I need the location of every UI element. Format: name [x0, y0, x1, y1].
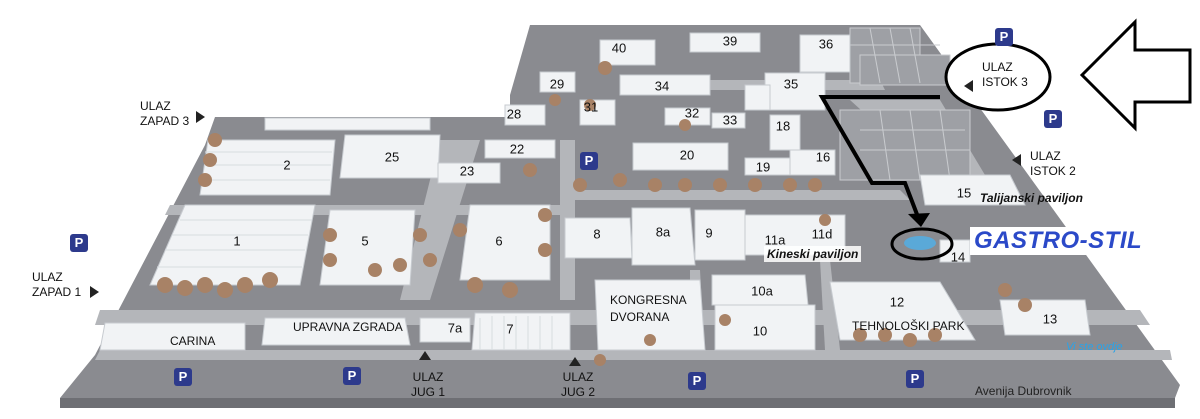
parking-grid — [839, 27, 971, 181]
gate-zapad-3-arrow — [196, 111, 205, 123]
building-11a[interactable]: 11a — [764, 232, 786, 248]
talijanski-paviljon-label[interactable]: Talijanski paviljon — [980, 191, 1083, 205]
building-9[interactable]: 9 — [705, 225, 713, 241]
building-19[interactable]: 19 — [755, 159, 771, 175]
building-20[interactable]: 20 — [679, 147, 695, 163]
building-8a[interactable]: 8a — [655, 224, 671, 240]
gate-zapad-1-line-1: ULAZ — [32, 270, 63, 284]
building-5[interactable]: 5 — [361, 233, 369, 249]
parking-center[interactable]: P — [580, 152, 598, 170]
gate-zapad-1-line-2: ZAPAD 1 — [32, 285, 82, 299]
buildings — [99, 32, 1091, 351]
building-6[interactable]: 6 — [495, 233, 503, 249]
building-35[interactable]: 35 — [783, 76, 799, 92]
building-7a[interactable]: 7a — [447, 320, 463, 336]
kongresna-dvorana-label[interactable]: KONGRESNA DVORANA — [610, 293, 687, 324]
kineski-paviljon-label[interactable]: Kineski paviljon — [764, 246, 862, 262]
building-15[interactable]: 15 — [956, 185, 972, 201]
gate-istok-2-line-1: ULAZ — [1030, 149, 1061, 163]
building-31[interactable]: 31 — [583, 99, 599, 115]
gate-jug-1-line-1: ULAZ — [412, 370, 444, 384]
building-22[interactable]: 22 — [509, 141, 525, 157]
route-line — [818, 95, 940, 218]
hall-roof-stripes — [157, 151, 553, 350]
building-11d[interactable]: 11d — [811, 226, 833, 242]
building-2[interactable]: 2 — [283, 157, 291, 173]
gate-istok-2-arrow — [1012, 154, 1021, 166]
parking-carina[interactable]: P — [174, 368, 192, 386]
route-arrowhead — [908, 213, 930, 227]
building-16[interactable]: 16 — [815, 149, 831, 165]
building-33[interactable]: 33 — [722, 112, 738, 128]
trees — [157, 61, 1032, 366]
kongresna-line-2: DVORANA — [610, 310, 670, 324]
gate-jug-2-arrow — [569, 357, 581, 366]
gate-zapad-1-arrow — [90, 286, 99, 298]
gate-istok-3[interactable]: ULAZ ISTOK 3 — [982, 60, 1028, 90]
carina-label[interactable]: CARINA — [170, 334, 216, 348]
big-arrow — [1079, 18, 1192, 132]
building-18[interactable]: 18 — [775, 118, 791, 134]
gate-istok-3-line-1: ULAZ — [982, 60, 1013, 74]
gastro-stil-spot — [904, 236, 936, 250]
gate-zapad-3-line-2: ZAPAD 3 — [140, 114, 190, 128]
building-7[interactable]: 7 — [506, 321, 514, 337]
gate-jug-2[interactable]: ULAZ JUG 2 — [561, 370, 595, 400]
tehnoloski-park-label[interactable]: TEHNOLOŠKI PARK — [852, 319, 965, 333]
parking-istok[interactable]: P — [1044, 110, 1062, 128]
kongresna-line-1: KONGRESNA — [610, 293, 687, 307]
fairground-edge — [60, 398, 1175, 408]
gate-jug-2-line-1: ULAZ — [562, 370, 594, 384]
gate-istok-2[interactable]: ULAZ ISTOK 2 — [1030, 149, 1076, 179]
building-1[interactable]: 1 — [233, 233, 241, 249]
gate-istok-3-line-2: ISTOK 3 — [982, 75, 1028, 89]
building-29[interactable]: 29 — [549, 76, 565, 92]
building-13[interactable]: 13 — [1042, 311, 1058, 327]
gate-jug-2-line-2: JUG 2 — [561, 385, 596, 399]
building-34[interactable]: 34 — [654, 78, 670, 94]
upravna-zgrada-label[interactable]: UPRAVNA ZGRADA — [293, 320, 403, 334]
street-label: Avenija Dubrovnik — [975, 384, 1072, 398]
building-40[interactable]: 40 — [611, 40, 627, 56]
building-10a[interactable]: 10a — [751, 283, 773, 299]
gastro-stil-marker[interactable] — [890, 227, 954, 261]
gate-zapad-3-line-1: ULAZ — [140, 99, 171, 113]
gate-istok-2-line-2: ISTOK 2 — [1030, 164, 1076, 178]
gate-zapad-1[interactable]: ULAZ ZAPAD 1 — [32, 270, 81, 300]
building-12[interactable]: 12 — [889, 294, 905, 310]
building-10[interactable]: 10 — [752, 323, 768, 339]
building-32[interactable]: 32 — [684, 105, 700, 121]
gate-jug-1-line-2: JUG 1 — [411, 385, 446, 399]
you-are-here-label: Vi ste ovdje — [1066, 341, 1123, 353]
building-14[interactable]: 14 — [950, 249, 966, 265]
building-36[interactable]: 36 — [818, 36, 834, 52]
building-28[interactable]: 28 — [506, 106, 522, 122]
building-25[interactable]: 25 — [384, 149, 400, 165]
parking-tehnoloski[interactable]: P — [906, 370, 924, 388]
gate-jug-1-arrow — [419, 351, 431, 360]
gastro-stil-label[interactable]: GASTRO-STIL — [970, 227, 1147, 255]
building-8[interactable]: 8 — [593, 226, 601, 242]
building-23[interactable]: 23 — [459, 163, 475, 179]
parking-zapad[interactable]: P — [70, 234, 88, 252]
gate-zapad-3[interactable]: ULAZ ZAPAD 3 — [140, 99, 189, 129]
building-39[interactable]: 39 — [722, 33, 738, 49]
parking-istok-top[interactable]: P — [995, 28, 1013, 46]
parking-upravna[interactable]: P — [343, 367, 361, 385]
parking-jug2[interactable]: P — [688, 372, 706, 390]
gate-istok-3-arrow — [964, 80, 973, 92]
gate-jug-1[interactable]: ULAZ JUG 1 — [411, 370, 445, 400]
